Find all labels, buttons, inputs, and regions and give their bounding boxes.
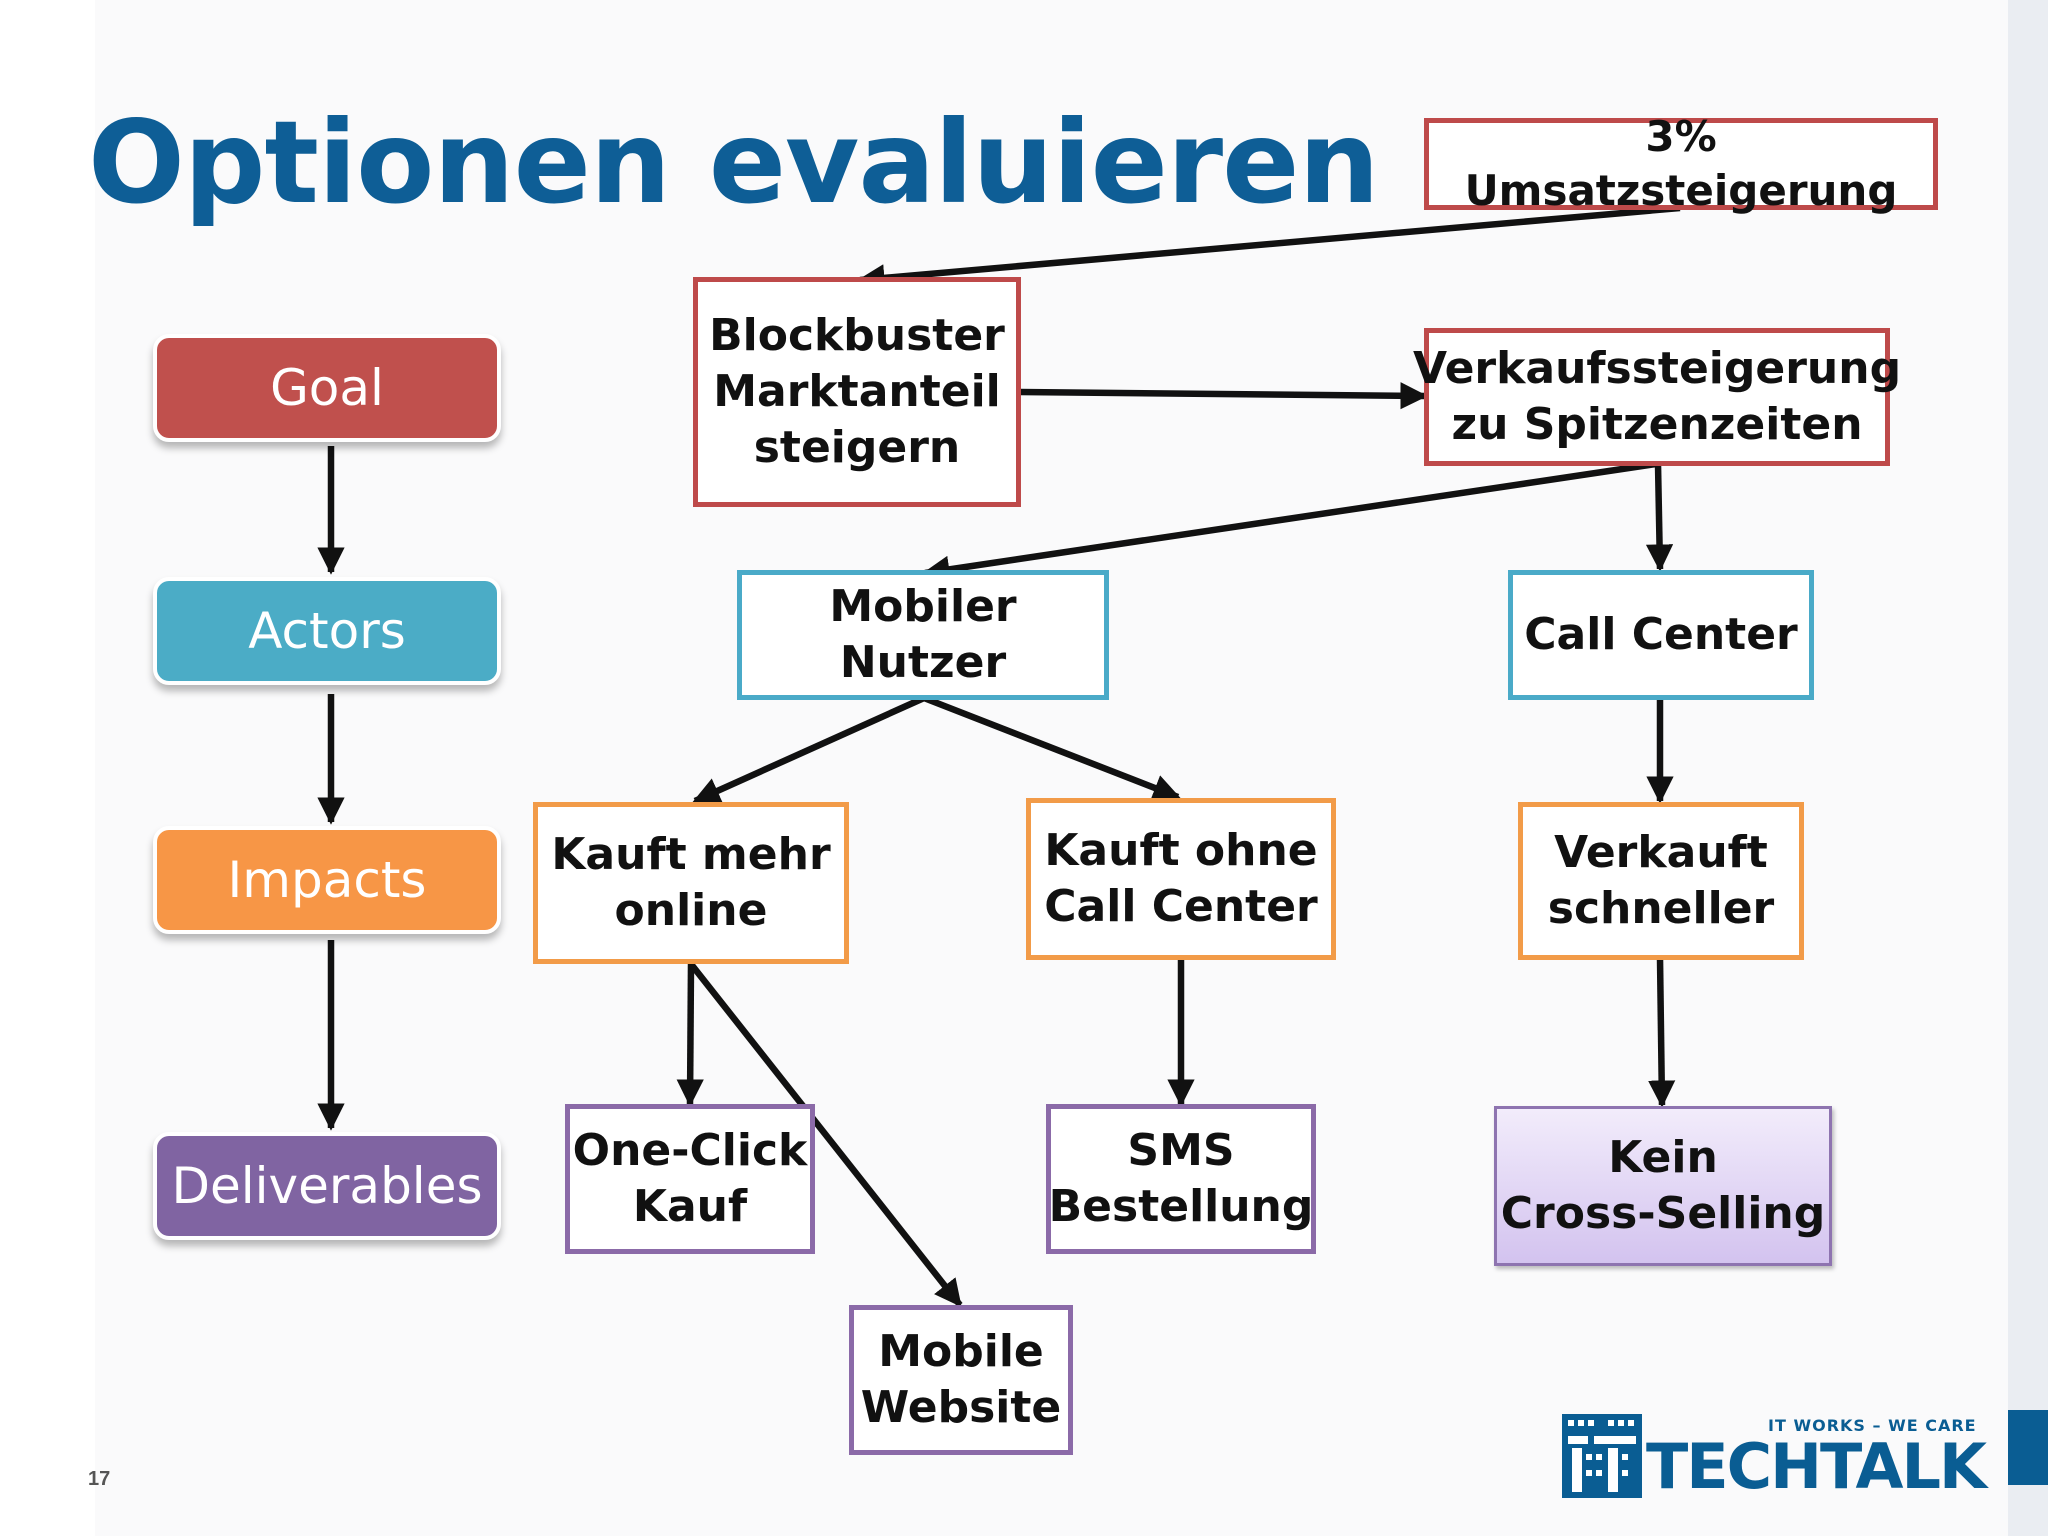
node-kauft-ohne-call-center: Kauft ohne Call Center [1026,798,1336,960]
node-kauft-mehr-online-line-1: Kauft mehr [551,828,831,880]
edge-blockbuster-verkaufssteigerung [1019,382,1428,410]
node-verkaufssteigerung-line-1: Verkaufssteigerung [1412,342,1902,394]
node-sms-bestellung-line-1: SMS [1127,1124,1235,1176]
node-one-click-kauf-line-1: One-Click [572,1124,808,1176]
edge-verkaufssteigerung-callcenter [1645,463,1674,572]
edge-mobiler-kauftmehr [692,695,926,804]
node-mobile-website: Mobile Website [849,1305,1073,1455]
edge-mobiler-kauftohne [922,694,1181,801]
legend-actors: Actors [153,577,501,685]
edge-umsatz-blockbuster [857,204,1681,292]
node-blockbuster: Blockbuster Marktanteil steigern [693,277,1021,507]
node-one-click-kauf-line-2: Kauf [632,1181,748,1232]
node-call-center-line-1: Call Center [1524,608,1798,660]
node-kein-cross-selling-line-2: Cross-Selling [1500,1188,1826,1239]
techtalk-logo-mark [1562,1414,1642,1498]
legend-impacts: Impacts [153,826,501,934]
node-mobile-website-line-2: Website [860,1382,1062,1433]
legend-deliverables-label: Deliverables [171,1157,483,1215]
node-verkaufssteigerung-line-2: zu Spitzenzeiten [1451,399,1863,450]
node-sms-bestellung-line-2: Bestellung [1048,1181,1314,1232]
node-kein-cross-selling-line-1: Kein [1608,1131,1718,1183]
legend-goal: Goal [153,334,501,442]
node-blockbuster-line-2: Marktanteil [713,365,1001,417]
edge-verkaufssteigerung-mobiler [922,460,1657,583]
node-kauft-mehr-online-line-2: online [614,885,768,936]
node-umsatzsteigerung-line-1: 3% Umsatzsteigerung [1464,112,1898,215]
legend-goal-label: Goal [270,359,384,417]
node-umsatzsteigerung: 3% Umsatzsteigerung [1424,112,1938,215]
node-verkauft-schneller-line-2: schneller [1547,883,1775,934]
legend-actors-label: Actors [248,602,406,660]
node-blockbuster-line-3: steigern [753,422,961,474]
node-kauft-ohne-call-center-line-2: Call Center [1044,881,1318,932]
node-verkaufssteigerung: Verkaufssteigerung zu Spitzenzeiten [1413,328,1901,466]
legend-impacts-label: Impacts [227,851,427,909]
node-one-click-kauf: One-Click Kauf [565,1104,815,1254]
node-sms-bestellung: SMS Bestellung [1046,1104,1316,1254]
techtalk-logo: IT WORKS – WE CARE TECHTALK [1562,1410,1987,1503]
node-blockbuster-line-1: Blockbuster [709,309,1005,361]
edge-kauftmehr-oneclick [676,963,704,1107]
logo-wordmark: TECHTALK [1646,1430,1987,1503]
edge-verkauft-kein [1648,957,1676,1108]
node-kein-cross-selling: Kein Cross-Selling [1494,1106,1832,1266]
node-verkauft-schneller-line-1: Verkauft [1554,826,1768,878]
node-mobile-website-line-1: Mobile [878,1325,1044,1377]
node-call-center: Call Center [1508,570,1814,700]
brand-tab [2008,1410,2048,1485]
edge-kauftmehr-mobilewebsite [688,961,963,1308]
node-kauft-mehr-online: Kauft mehr online [533,802,849,964]
node-mobiler-nutzer: Mobiler Nutzer [737,570,1109,700]
node-verkauft-schneller: Verkauft schneller [1518,802,1804,960]
legend-deliverables: Deliverables [153,1132,501,1240]
slide-left-margin [0,0,95,1536]
slide-title: Optionen evaluieren [88,96,1380,229]
node-mobiler-nutzer-line-1: Mobiler Nutzer [829,580,1017,688]
slide-background [95,0,2008,1536]
slide-right-band [2008,0,2048,1536]
page-number: 17 [88,1468,111,1490]
logo-tagline: IT WORKS – WE CARE [1768,1416,1977,1435]
node-kauft-ohne-call-center-line-1: Kauft ohne [1044,824,1318,876]
